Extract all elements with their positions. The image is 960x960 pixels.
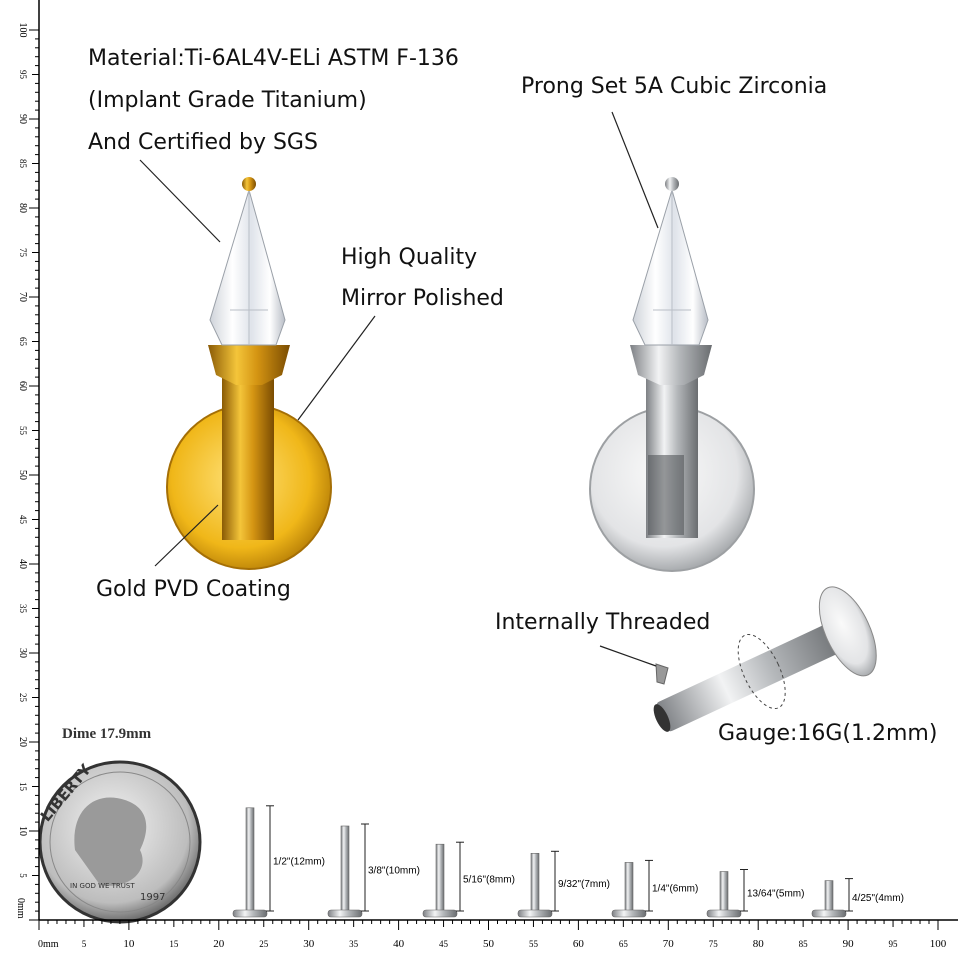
ruler-label: 80	[17, 203, 28, 213]
ruler-label: 50	[17, 470, 28, 480]
ruler-label: 30	[17, 648, 28, 658]
polish-label: High Quality	[341, 245, 478, 270]
ruler-label: 10	[17, 826, 28, 836]
ruler-label: 85	[18, 159, 28, 169]
ruler-label: 20	[213, 938, 225, 950]
ruler-label: 25	[259, 939, 269, 949]
ruler-label: 35	[349, 939, 359, 949]
material-label-2: (Implant Grade Titanium)	[88, 88, 367, 113]
dime-label: Dime 17.9mm	[62, 726, 152, 742]
size-label: 13/64"(5mm)	[747, 888, 804, 899]
polish-label-2: Mirror Polished	[341, 286, 504, 311]
ruler-label: 10	[123, 938, 135, 950]
gold-labret-stud	[166, 177, 332, 570]
ruler-label: 65	[619, 939, 629, 949]
callout-lines	[139, 111, 659, 667]
ruler-label: 90	[843, 938, 855, 950]
size-label: 9/32"(7mm)	[558, 879, 610, 890]
gauge-label: Gauge:16G(1.2mm)	[718, 721, 938, 746]
size-pin: 3/8"(10mm)	[327, 823, 420, 918]
ruler-label: 70	[17, 292, 28, 302]
size-label: 1/2"(12mm)	[273, 856, 325, 867]
ruler-label: 95	[889, 939, 899, 949]
ruler-label: 80	[753, 938, 765, 950]
ruler-label: 75	[18, 248, 28, 258]
coin-motto: IN GOD WE TRUST	[70, 882, 135, 890]
ruler-label: 5	[18, 873, 28, 878]
size-pin: 5/16"(8mm)	[422, 841, 515, 918]
ruler-label: 85	[799, 939, 809, 949]
ruler-label: 25	[18, 693, 28, 703]
ruler-label: 15	[169, 939, 179, 949]
size-label: 4/25"(4mm)	[852, 893, 904, 904]
size-pin: 13/64"(5mm)	[706, 869, 804, 918]
material-label: Material:Ti-6AL4V-ELi ASTM F-136	[88, 46, 459, 71]
threaded-label: Internally Threaded	[495, 610, 711, 635]
coin-year: 1997	[140, 892, 165, 903]
ruler-label: 60	[17, 381, 28, 391]
ruler-label: 30	[303, 938, 315, 950]
size-label: 5/16"(8mm)	[463, 875, 515, 886]
ruler-label: 60	[573, 938, 585, 950]
ruler-label: 15	[18, 782, 28, 792]
size-pin: 1/2"(12mm)	[232, 805, 325, 918]
ruler-label: 100	[17, 23, 28, 38]
size-pin: 1/4"(6mm)	[611, 859, 698, 918]
ruler-label: 35	[18, 604, 28, 614]
size-label: 1/4"(6mm)	[652, 884, 698, 895]
ruler-label: 55	[18, 426, 28, 436]
ruler-label: 20	[17, 737, 28, 747]
rulers: 5510101515202025253030353540404545505055…	[15, 0, 958, 950]
ruler-label: 70	[663, 938, 675, 950]
size-pin: 4/25"(4mm)	[811, 878, 904, 918]
ruler-label: 40	[17, 559, 28, 569]
ruler-unit-label: 0mm	[15, 898, 26, 919]
silver-labret-stud	[589, 177, 755, 572]
size-chart: 1/2"(12mm) 3/8"(10mm) 5/16"(8mm) 9/32"(7mm)…	[232, 805, 904, 918]
gold-coating-label: Gold PVD Coating	[96, 577, 291, 602]
material-label-3: And Certified by SGS	[88, 130, 318, 155]
ruler-label: 50	[483, 938, 495, 950]
ruler-label: 65	[18, 337, 28, 347]
threaded-post	[653, 586, 877, 732]
size-label: 3/8"(10mm)	[368, 866, 420, 877]
ruler-label: 95	[18, 70, 28, 80]
ruler-label: 45	[439, 939, 449, 949]
prong-label: Prong Set 5A Cubic Zirconia	[521, 74, 828, 99]
ruler-label: 90	[17, 114, 28, 124]
size-pin: 9/32"(7mm)	[517, 850, 610, 918]
ruler-label: 55	[529, 939, 539, 949]
ruler-label: 45	[18, 515, 28, 525]
ruler-unit-label: 0mm	[38, 939, 59, 950]
ruler-label: 100	[930, 938, 947, 950]
ruler-label: 40	[393, 938, 405, 950]
threaded-screw-icon	[655, 663, 669, 685]
ruler-label: 5	[82, 939, 87, 949]
ruler-label: 75	[709, 939, 719, 949]
